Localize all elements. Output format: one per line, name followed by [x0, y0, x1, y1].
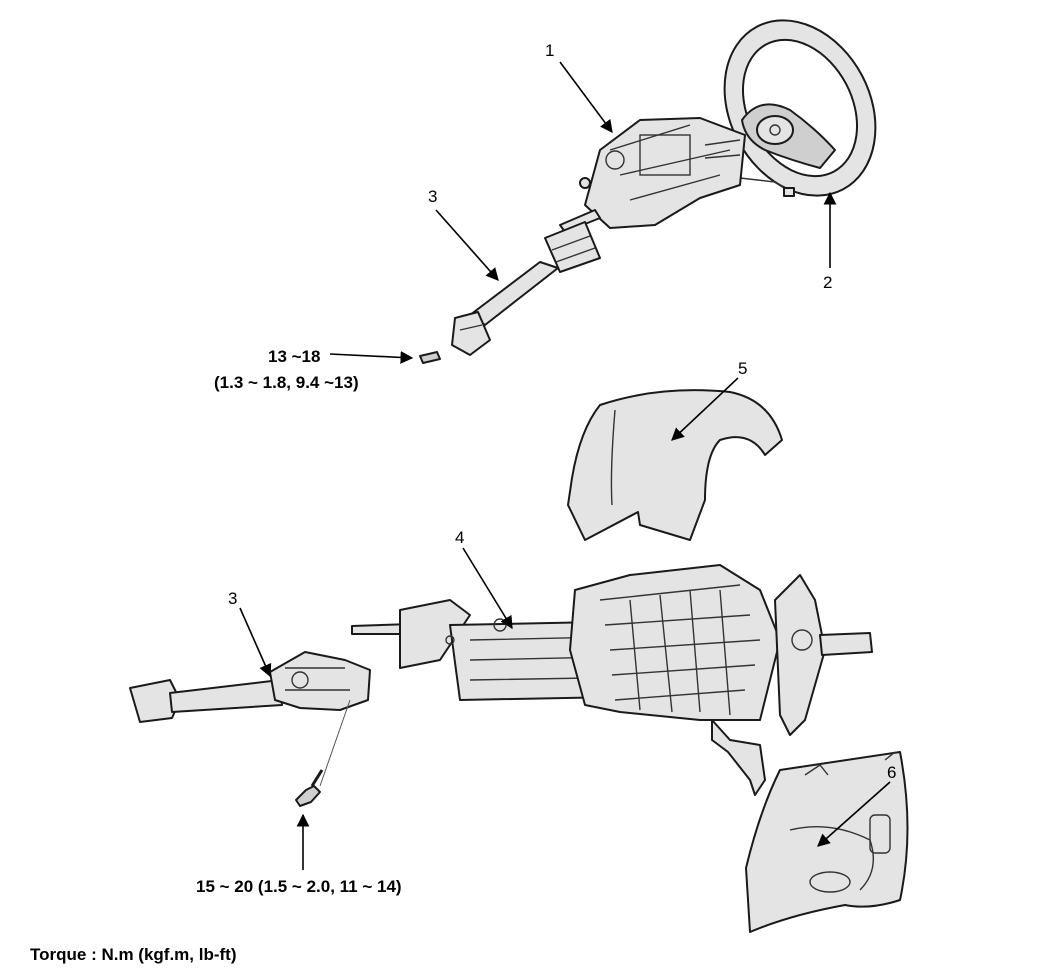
leader-4	[462, 547, 513, 630]
lower-bolt-drawing	[295, 769, 324, 807]
callout-3-lower: 3	[228, 589, 237, 608]
upper-bolt-torque-line2: (1.3 ~ 1.8, 9.4 ~13)	[214, 373, 359, 392]
leader-1	[559, 61, 613, 134]
callout-1: 1	[545, 41, 554, 60]
steering-wheel-drawing	[723, 19, 877, 197]
callout-6: 6	[887, 763, 896, 782]
upper-shroud-drawing	[567, 389, 783, 541]
leader-6	[817, 781, 891, 847]
leader-3-bottom	[239, 607, 272, 678]
torque-units-note: Torque : N.m (kgf.m, lb-ft)	[30, 945, 237, 964]
callout-3-upper: 3	[428, 187, 437, 206]
leader-3-top	[435, 209, 499, 281]
lower-bolt-torque: 15 ~ 20 (1.5 ~ 2.0, 11 ~ 14)	[196, 877, 402, 896]
steering-column-assembly-drawing	[351, 564, 873, 796]
lower-shroud-drawing	[745, 751, 909, 933]
upper-intermediate-shaft-drawing	[419, 221, 601, 364]
upper-bolt-torque-line1: 13 ~18	[268, 347, 320, 366]
callout-4: 4	[455, 528, 464, 547]
upper-column-body-drawing	[559, 117, 746, 233]
leader-upper-bolt	[329, 351, 414, 364]
callout-5: 5	[738, 359, 747, 378]
callout-2: 2	[823, 273, 832, 292]
lower-intermediate-shaft-drawing	[129, 651, 371, 723]
leader-5	[671, 377, 739, 441]
bolt-alignment-line	[319, 699, 351, 787]
